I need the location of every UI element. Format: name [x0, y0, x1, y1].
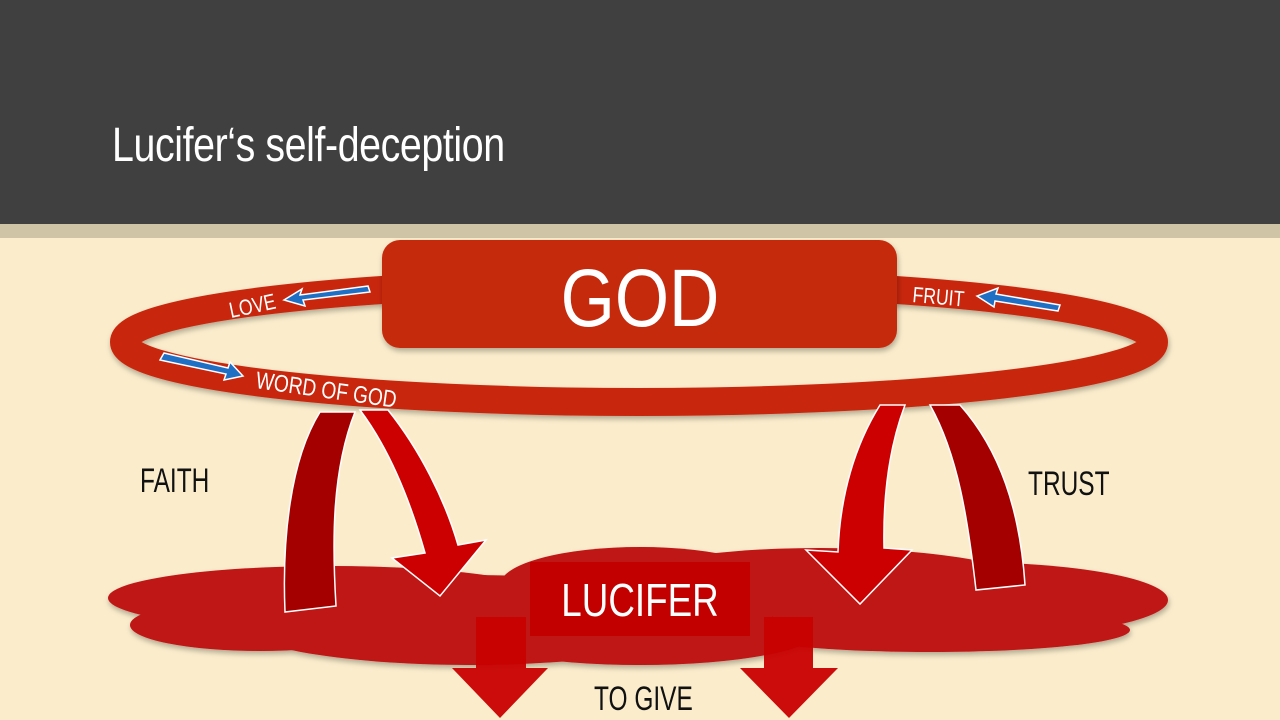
fruit-arrow-icon [975, 286, 1061, 312]
header-divider [0, 224, 1280, 238]
word-arrow-icon [158, 352, 245, 382]
trust-band [928, 404, 1026, 591]
slide-title: Lucifer‘s self-deception [112, 119, 505, 172]
lucifer-label: LUCIFER [561, 574, 718, 626]
lucifer-box [530, 562, 750, 636]
give-arrow-right-icon [740, 617, 838, 718]
trust-arrow-icon [804, 404, 914, 606]
love-arrow-icon [282, 285, 372, 308]
trust-label: TRUST [1028, 465, 1110, 503]
word-of-god-label: WORD OF GOD [254, 366, 398, 413]
fruit-label: FRUIT [912, 283, 966, 312]
give-arrow-left-icon [452, 617, 548, 718]
faith-band [283, 411, 357, 613]
god-box [382, 240, 897, 348]
faith-label: FAITH [140, 462, 209, 500]
faith-arrow-icon [358, 409, 488, 598]
slide-header [0, 0, 1280, 224]
to-give-label: TO GIVE [594, 680, 693, 718]
god-label: GOD [561, 253, 720, 345]
